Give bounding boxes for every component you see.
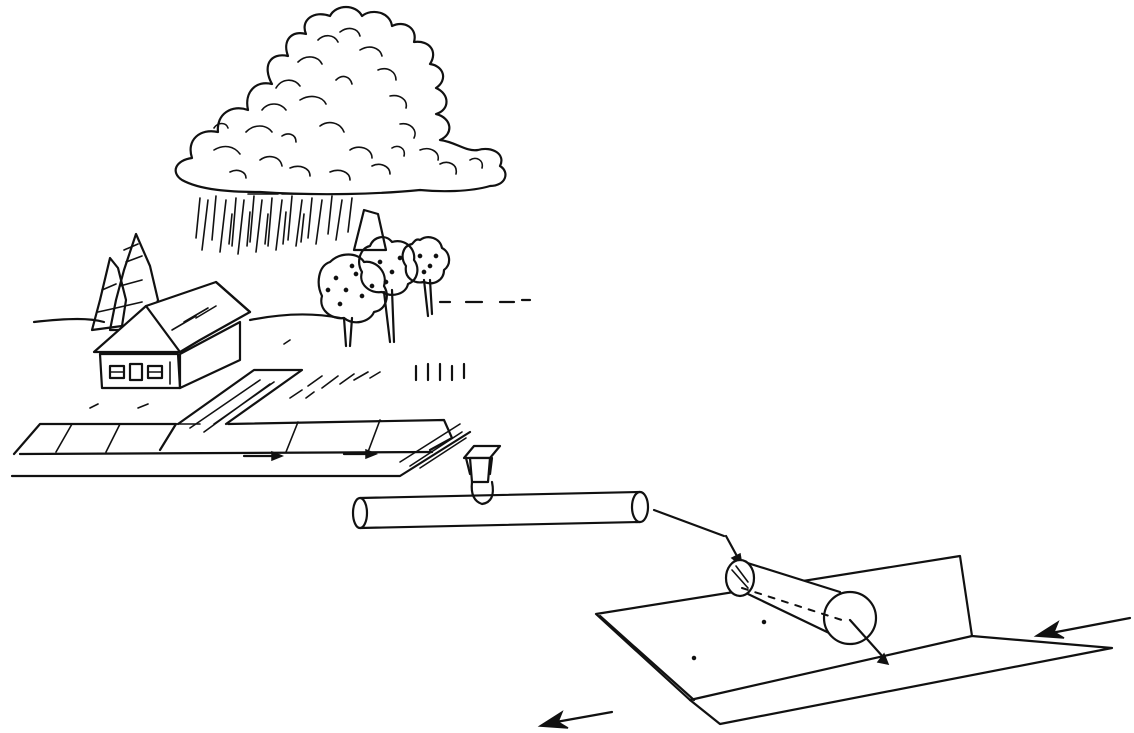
storm-cloud — [176, 7, 506, 194]
flow-path-to-outfall — [654, 510, 742, 566]
storm-drain-inlet — [464, 446, 500, 482]
street-curb — [12, 420, 470, 476]
storm-sewer-pipe — [353, 482, 648, 528]
deciduous-trees — [319, 237, 449, 346]
ground-horizon — [34, 300, 530, 322]
foliage-stipple — [326, 254, 437, 305]
rain-shower — [196, 194, 352, 254]
